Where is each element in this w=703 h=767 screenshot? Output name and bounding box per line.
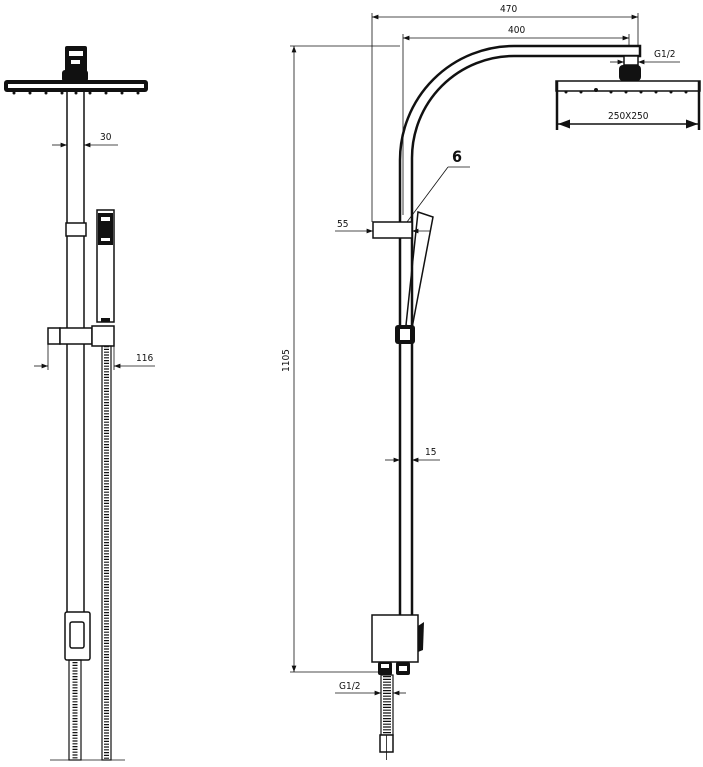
front-dim-1105: 1105 — [281, 45, 400, 673]
callout-label: 6 — [452, 147, 462, 166]
side-dim-116: 116 — [34, 344, 155, 370]
front-shower-head — [555, 55, 701, 130]
front-dim-top-thread: G1/2 — [610, 49, 680, 65]
front-view: 470 400 1105 250X — [281, 4, 701, 760]
front-valve — [371, 614, 424, 675]
side-view: 30 116 — [4, 46, 155, 761]
side-valve — [50, 611, 125, 761]
front-dim-470-label: 470 — [500, 4, 517, 15]
front-dim-250x250: 250X250 — [558, 111, 698, 129]
side-shower-head — [4, 46, 148, 95]
front-dim-55-label: 55 — [337, 219, 348, 230]
front-riser-arm — [398, 44, 642, 615]
front-hose — [379, 674, 394, 760]
side-dim-30: 30 — [52, 132, 118, 148]
front-dim-top-thread-label: G1/2 — [654, 49, 675, 60]
front-dim-15-label: 15 — [425, 447, 436, 458]
front-dim-400: 400 — [402, 25, 630, 215]
front-slider — [395, 325, 415, 344]
front-dim-400-label: 400 — [508, 25, 525, 36]
front-dim-470: 470 — [371, 4, 639, 222]
side-hand-shower — [96, 209, 115, 323]
front-callout-6: 6 — [403, 147, 470, 227]
front-dim-bottom-thread: G1/2 — [335, 681, 406, 696]
side-riser-pipe — [65, 92, 87, 612]
side-holder — [47, 325, 115, 347]
side-pipe-clip — [65, 222, 87, 237]
front-dim-250x250-label: 250X250 — [608, 111, 649, 122]
front-dim-bottom-thread-label: G1/2 — [339, 681, 360, 692]
side-hose — [101, 345, 112, 761]
front-dim-15: 15 — [385, 447, 440, 463]
front-dim-1105-label: 1105 — [281, 349, 292, 372]
side-dim-30-label: 30 — [100, 132, 112, 143]
front-bracket: 55 — [335, 219, 430, 239]
side-dim-116-label: 116 — [136, 353, 153, 364]
